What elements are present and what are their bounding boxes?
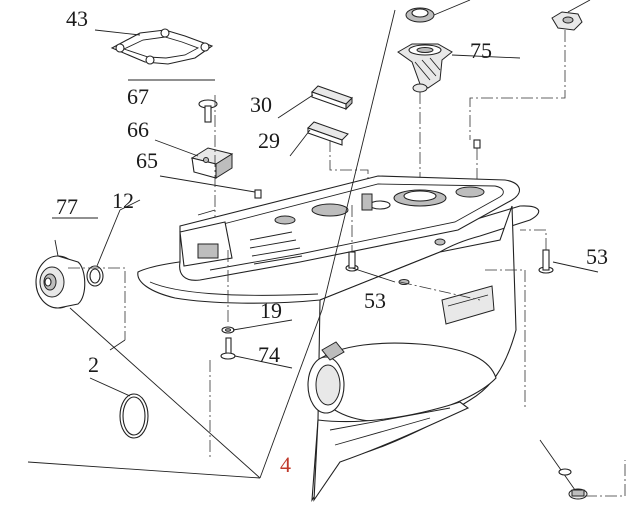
label-74: 74 xyxy=(258,342,280,367)
label-53-center: 53 xyxy=(364,288,386,313)
label-53-right: 53 xyxy=(586,244,608,269)
part-12-o-ring xyxy=(86,265,104,287)
label-67: 67 xyxy=(127,84,149,109)
part-43-gasket xyxy=(110,28,214,65)
part-67-bolt xyxy=(198,99,218,123)
part-53-bolt-right xyxy=(538,249,554,274)
part-nut-top-right xyxy=(551,0,591,31)
part-74-bolt xyxy=(220,337,236,360)
part-29-pad xyxy=(307,121,349,146)
label-12: 12 xyxy=(112,188,134,213)
label-77: 77 xyxy=(56,194,78,219)
label-19: 19 xyxy=(260,298,282,323)
part-4-gearcase-housing xyxy=(137,175,540,502)
label-65: 65 xyxy=(136,148,158,173)
part-2-o-ring xyxy=(119,393,149,439)
part-66-block xyxy=(190,147,234,179)
label-66: 66 xyxy=(127,117,149,142)
label-75: 75 xyxy=(470,38,492,63)
label-43: 43 xyxy=(66,6,88,31)
part-77-hub xyxy=(35,255,86,309)
label-2: 2 xyxy=(88,352,99,377)
label-30: 30 xyxy=(250,92,272,117)
part-75-housing xyxy=(397,43,453,93)
part-19-washer xyxy=(221,326,235,334)
label-29: 29 xyxy=(258,128,280,153)
label-4: 4 xyxy=(280,452,291,477)
part-30-pad xyxy=(311,85,353,111)
part-65-pin xyxy=(254,189,262,199)
part-bearing-top xyxy=(405,0,471,23)
part-drain-screw xyxy=(539,439,588,500)
